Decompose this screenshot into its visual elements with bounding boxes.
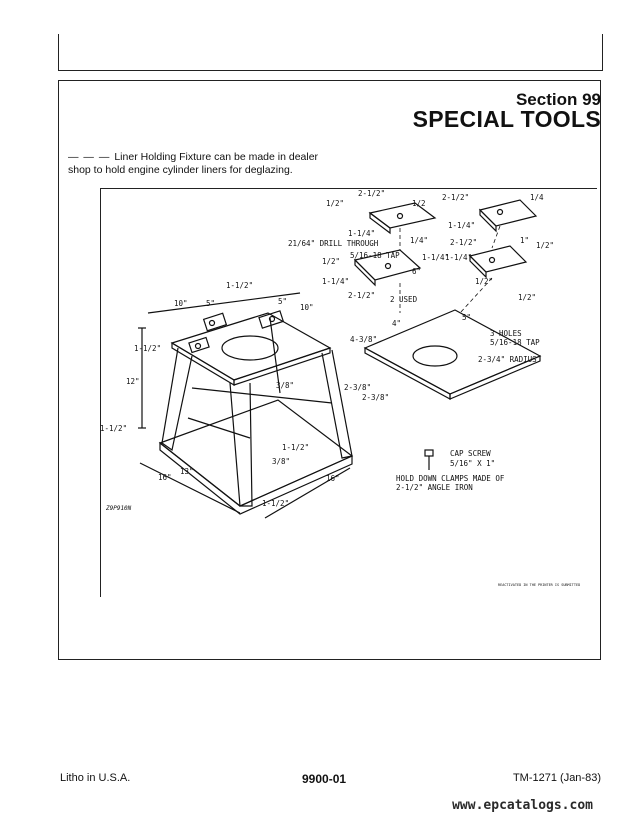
dim-label: 2-3/8" — [344, 383, 371, 392]
dim-label: 1/2 — [412, 199, 426, 208]
small-note: REACTIVATED IN THE PRINTER IS SUBMITTED — [498, 583, 580, 587]
dim-label: 1-1/4" — [422, 253, 449, 262]
liner-fixture-drawing: 2-1/2" 1/2" 1/2 1-1/4" 21/64" DRILL THRO… — [100, 189, 580, 587]
figure-caption: — — —Liner Holding Fixture can be made i… — [68, 151, 338, 177]
dim-label: 1-1/4" — [322, 277, 349, 286]
dim-label: 1-1/2" — [226, 281, 253, 290]
header-frame — [58, 34, 603, 71]
dim-label: 1" — [520, 236, 529, 245]
dim-label: 5" — [278, 297, 287, 306]
dim-label: 1-1/2" — [134, 344, 161, 353]
dim-label: 2-1/2" — [442, 193, 469, 202]
dim-label: 2-1/2" — [450, 238, 477, 247]
dim-label: 6" — [412, 267, 421, 276]
footer-litho: Litho in U.S.A. — [60, 772, 131, 784]
dim-label: 5" — [206, 299, 215, 308]
watermark-link[interactable]: www.epcatalogs.com — [452, 798, 593, 813]
footer-page-number: 9900-01 — [302, 772, 347, 786]
dim-label: 1/2" — [536, 241, 554, 250]
used-label: 2 USED — [390, 295, 418, 304]
dim-label: 4" — [392, 319, 401, 328]
dim-label: 1/2" — [518, 293, 536, 302]
tap-label: 5/16-18 TAP — [350, 251, 400, 260]
radius-label: 2-3/4" RADIUS — [478, 355, 537, 364]
dim-label: 1-1/2" — [100, 424, 127, 433]
caption-dash: — — — — [68, 151, 111, 163]
drill-label: 21/64" DRILL THROUGH — [288, 239, 379, 248]
dim-label: 4-3/8" — [350, 335, 377, 344]
dim-label: 2-3/8" — [362, 393, 389, 402]
dim-label: 16" — [158, 473, 172, 482]
dim-label: 10" — [300, 303, 314, 312]
dim-label: 12" — [126, 377, 140, 386]
dim-label: 1/2" — [322, 257, 340, 266]
dim-label: 1-1/2" — [262, 499, 289, 508]
holes-tap-label: 5/16-18 TAP — [490, 338, 540, 347]
dim-label: 16" — [326, 474, 340, 483]
dim-label: 5" — [462, 313, 471, 322]
figure-frame — [100, 188, 597, 597]
hold-down-label-2: 2-1/2" ANGLE IRON — [396, 483, 473, 492]
caption-text: Liner Holding Fixture can be made in dea… — [68, 151, 319, 176]
dim-label: 1/2" — [326, 199, 344, 208]
dim-label: 13" — [180, 467, 194, 476]
figure-code: Z9P910N — [105, 505, 132, 512]
section-number: Section 99 — [515, 90, 601, 109]
dim-label: 1/4 — [530, 193, 544, 202]
section-title: SPECIAL TOOLS — [412, 106, 601, 132]
dim-label: 1/2" — [475, 277, 493, 286]
dim-label: 2-1/2" — [358, 189, 385, 198]
dim-label: 3/8" — [272, 457, 290, 466]
dim-label: 1-1/4" — [445, 253, 472, 262]
dim-label: 1-1/2" — [282, 443, 309, 452]
dim-label: 10" — [174, 299, 188, 308]
hold-down-label: HOLD DOWN CLAMPS MADE OF — [396, 474, 505, 483]
dim-label: 1-1/4" — [348, 229, 375, 238]
cap-screw-label: CAP SCREW — [450, 449, 491, 458]
dim-label: 1/4" — [410, 236, 428, 245]
content-frame — [58, 80, 601, 660]
holes-label: 3 HOLES — [490, 329, 522, 338]
dim-label: 1-1/4" — [448, 221, 475, 230]
dim-label: 2-1/2" — [348, 291, 375, 300]
cap-screw-size-label: 5/16" X 1" — [450, 459, 495, 468]
footer-tm-number: TM-1271 (Jan-83) — [512, 772, 601, 784]
dim-label: 3/8" — [276, 381, 294, 390]
